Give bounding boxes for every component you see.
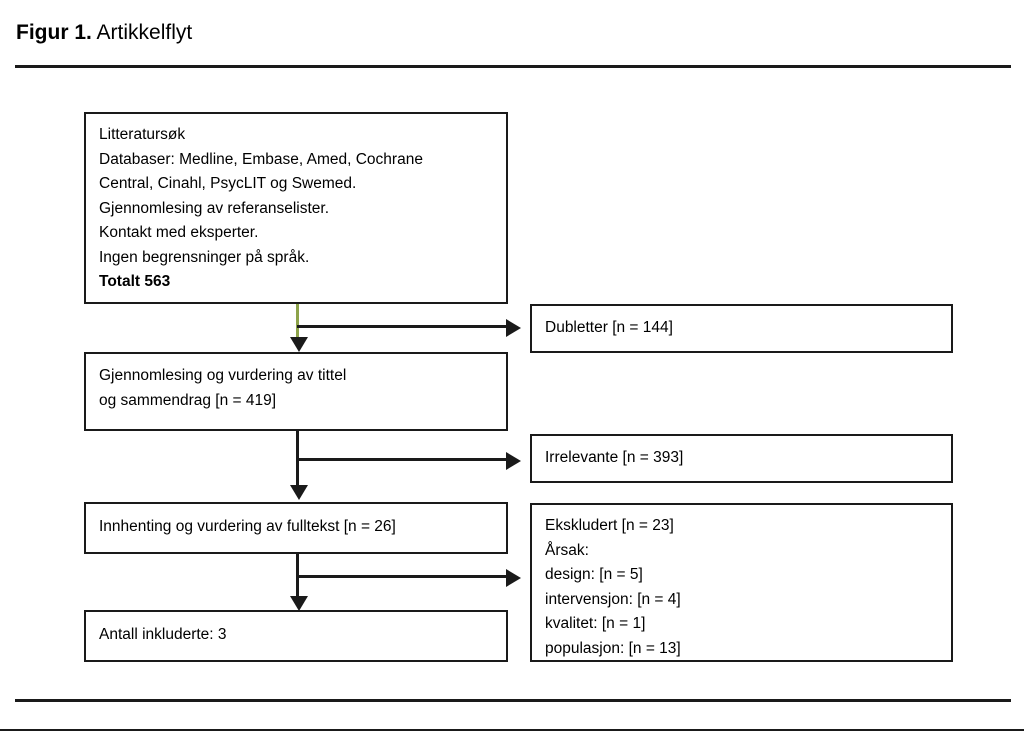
duplicates-line-1: Dubletter [n = 144] xyxy=(545,319,673,336)
search-line-1: Litteratursøk xyxy=(99,126,186,143)
excluded-reason-design: design: [n = 5] xyxy=(545,566,643,583)
node-duplicates: Dubletter [n = 144] xyxy=(530,304,953,353)
fulltext-line-1: Innhenting og vurdering av fulltekst [n … xyxy=(99,518,396,535)
node-included-count: Antall inkluderte: 3 xyxy=(84,610,508,662)
search-line-6: Ingen begrensninger på språk. xyxy=(99,248,310,266)
excluded-reason-kvalitet: kvalitet: [n = 1] xyxy=(545,615,646,632)
excluded-reason-intervensjon: intervensjon: [n = 4] xyxy=(545,590,681,608)
page-title: Artikkelflyt xyxy=(96,21,193,44)
node-excluded: Ekskludert [n = 23] Årsak: design: [n = … xyxy=(530,503,953,662)
connector-search-to-screening xyxy=(296,304,299,339)
node-literature-search: Litteratursøk Databaser: Medline, Embase… xyxy=(84,112,508,304)
irrelevant-line-1: Irrelevante [n = 393] xyxy=(545,449,684,466)
excluded-line-2: Årsak: xyxy=(545,541,589,559)
arrowhead-right-irrelevant-icon xyxy=(506,452,521,470)
connector-search-to-duplicates xyxy=(297,325,509,328)
arrowhead-right-duplicates-icon xyxy=(506,319,521,337)
connector-screening-to-irrelevant xyxy=(297,458,509,461)
node-irrelevant: Irrelevante [n = 393] xyxy=(530,434,953,483)
search-total: Totalt 563 xyxy=(99,273,171,290)
search-line-5: Kontakt med eksperter. xyxy=(99,224,259,241)
arrowhead-down-included-icon xyxy=(290,596,308,611)
search-line-2: Databaser: Medline, Embase, Amed, Cochra… xyxy=(99,150,423,168)
arrowhead-down-screening-icon xyxy=(290,337,308,352)
figure-number: Figur 1. xyxy=(16,21,92,44)
included-line-1: Antall inkluderte: 3 xyxy=(99,626,227,643)
excluded-reason-populasjon: populasjon: [n = 13] xyxy=(545,639,681,657)
search-line-4: Gjennomlesing av referanselister. xyxy=(99,199,330,217)
arrowhead-down-fulltext-icon xyxy=(290,485,308,500)
screening-line-1: Gjennomlesing og vurdering av tittel xyxy=(99,367,347,384)
node-fulltext-assessment: Innhenting og vurdering av fulltekst [n … xyxy=(84,502,508,554)
search-line-3: Central, Cinahl, PsycLIT og Swemed. xyxy=(99,175,357,192)
screening-line-2: og sammendrag [n = 419] xyxy=(99,391,277,409)
arrowhead-right-excluded-icon xyxy=(506,569,521,587)
excluded-line-1: Ekskludert [n = 23] xyxy=(545,517,674,534)
header-divider xyxy=(15,65,1011,68)
node-title-abstract-screening: Gjennomlesing og vurdering av tittel og … xyxy=(84,352,508,431)
footer-divider xyxy=(15,699,1011,702)
connector-fulltext-to-excluded xyxy=(297,575,509,578)
figure-caption: Figur 1. Artikkelflyt xyxy=(16,19,192,47)
